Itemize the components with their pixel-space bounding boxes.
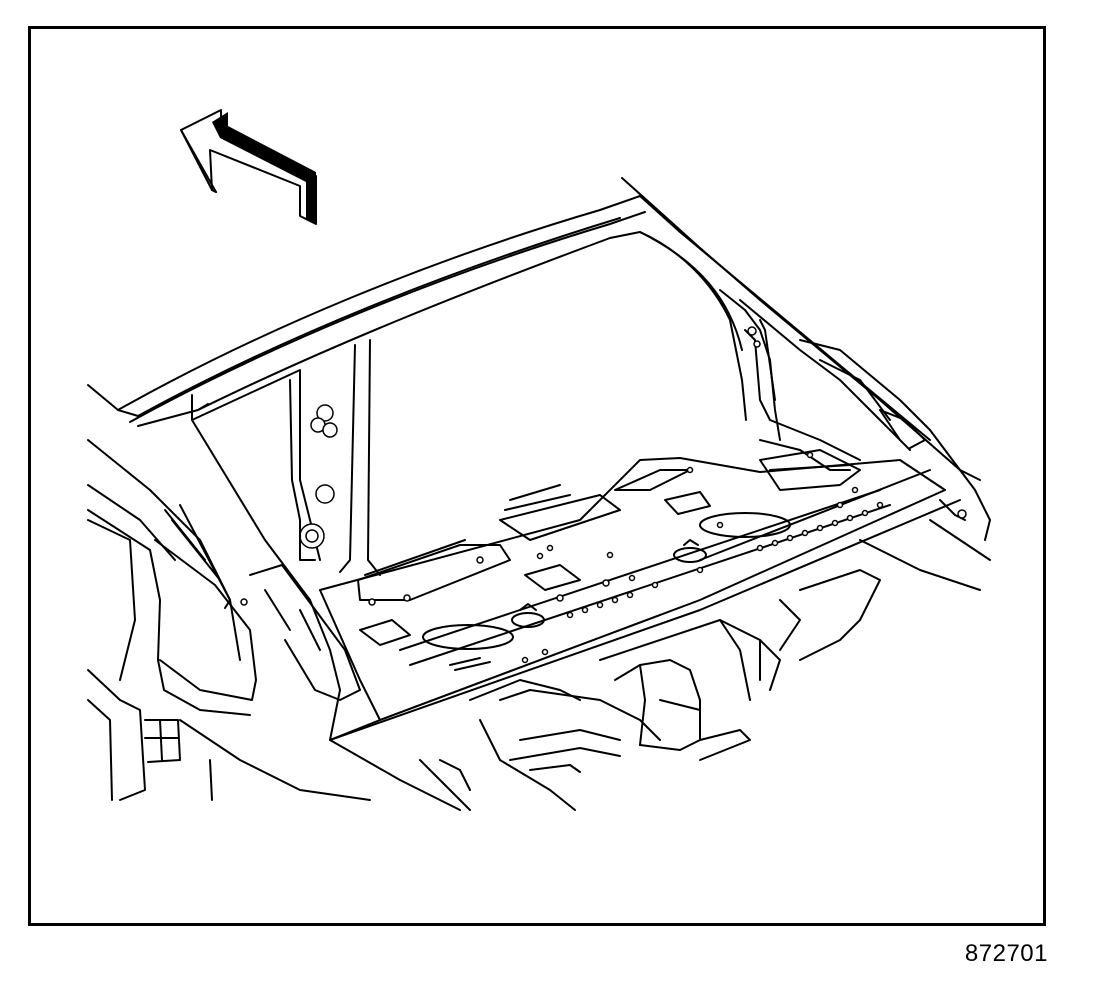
rear-window-opening: [197, 231, 911, 576]
forward-arrow-icon: [180, 109, 317, 225]
figure-number: 872701: [964, 940, 1048, 967]
right-quarter-inner-panel: [744, 319, 991, 591]
diagram-frame: [28, 26, 1046, 926]
left-quarter-inner-panel: [87, 369, 461, 811]
roof-rail: [87, 177, 961, 471]
rear-shelf-panel: [319, 449, 961, 741]
rear-compartment-floor: [419, 569, 881, 811]
